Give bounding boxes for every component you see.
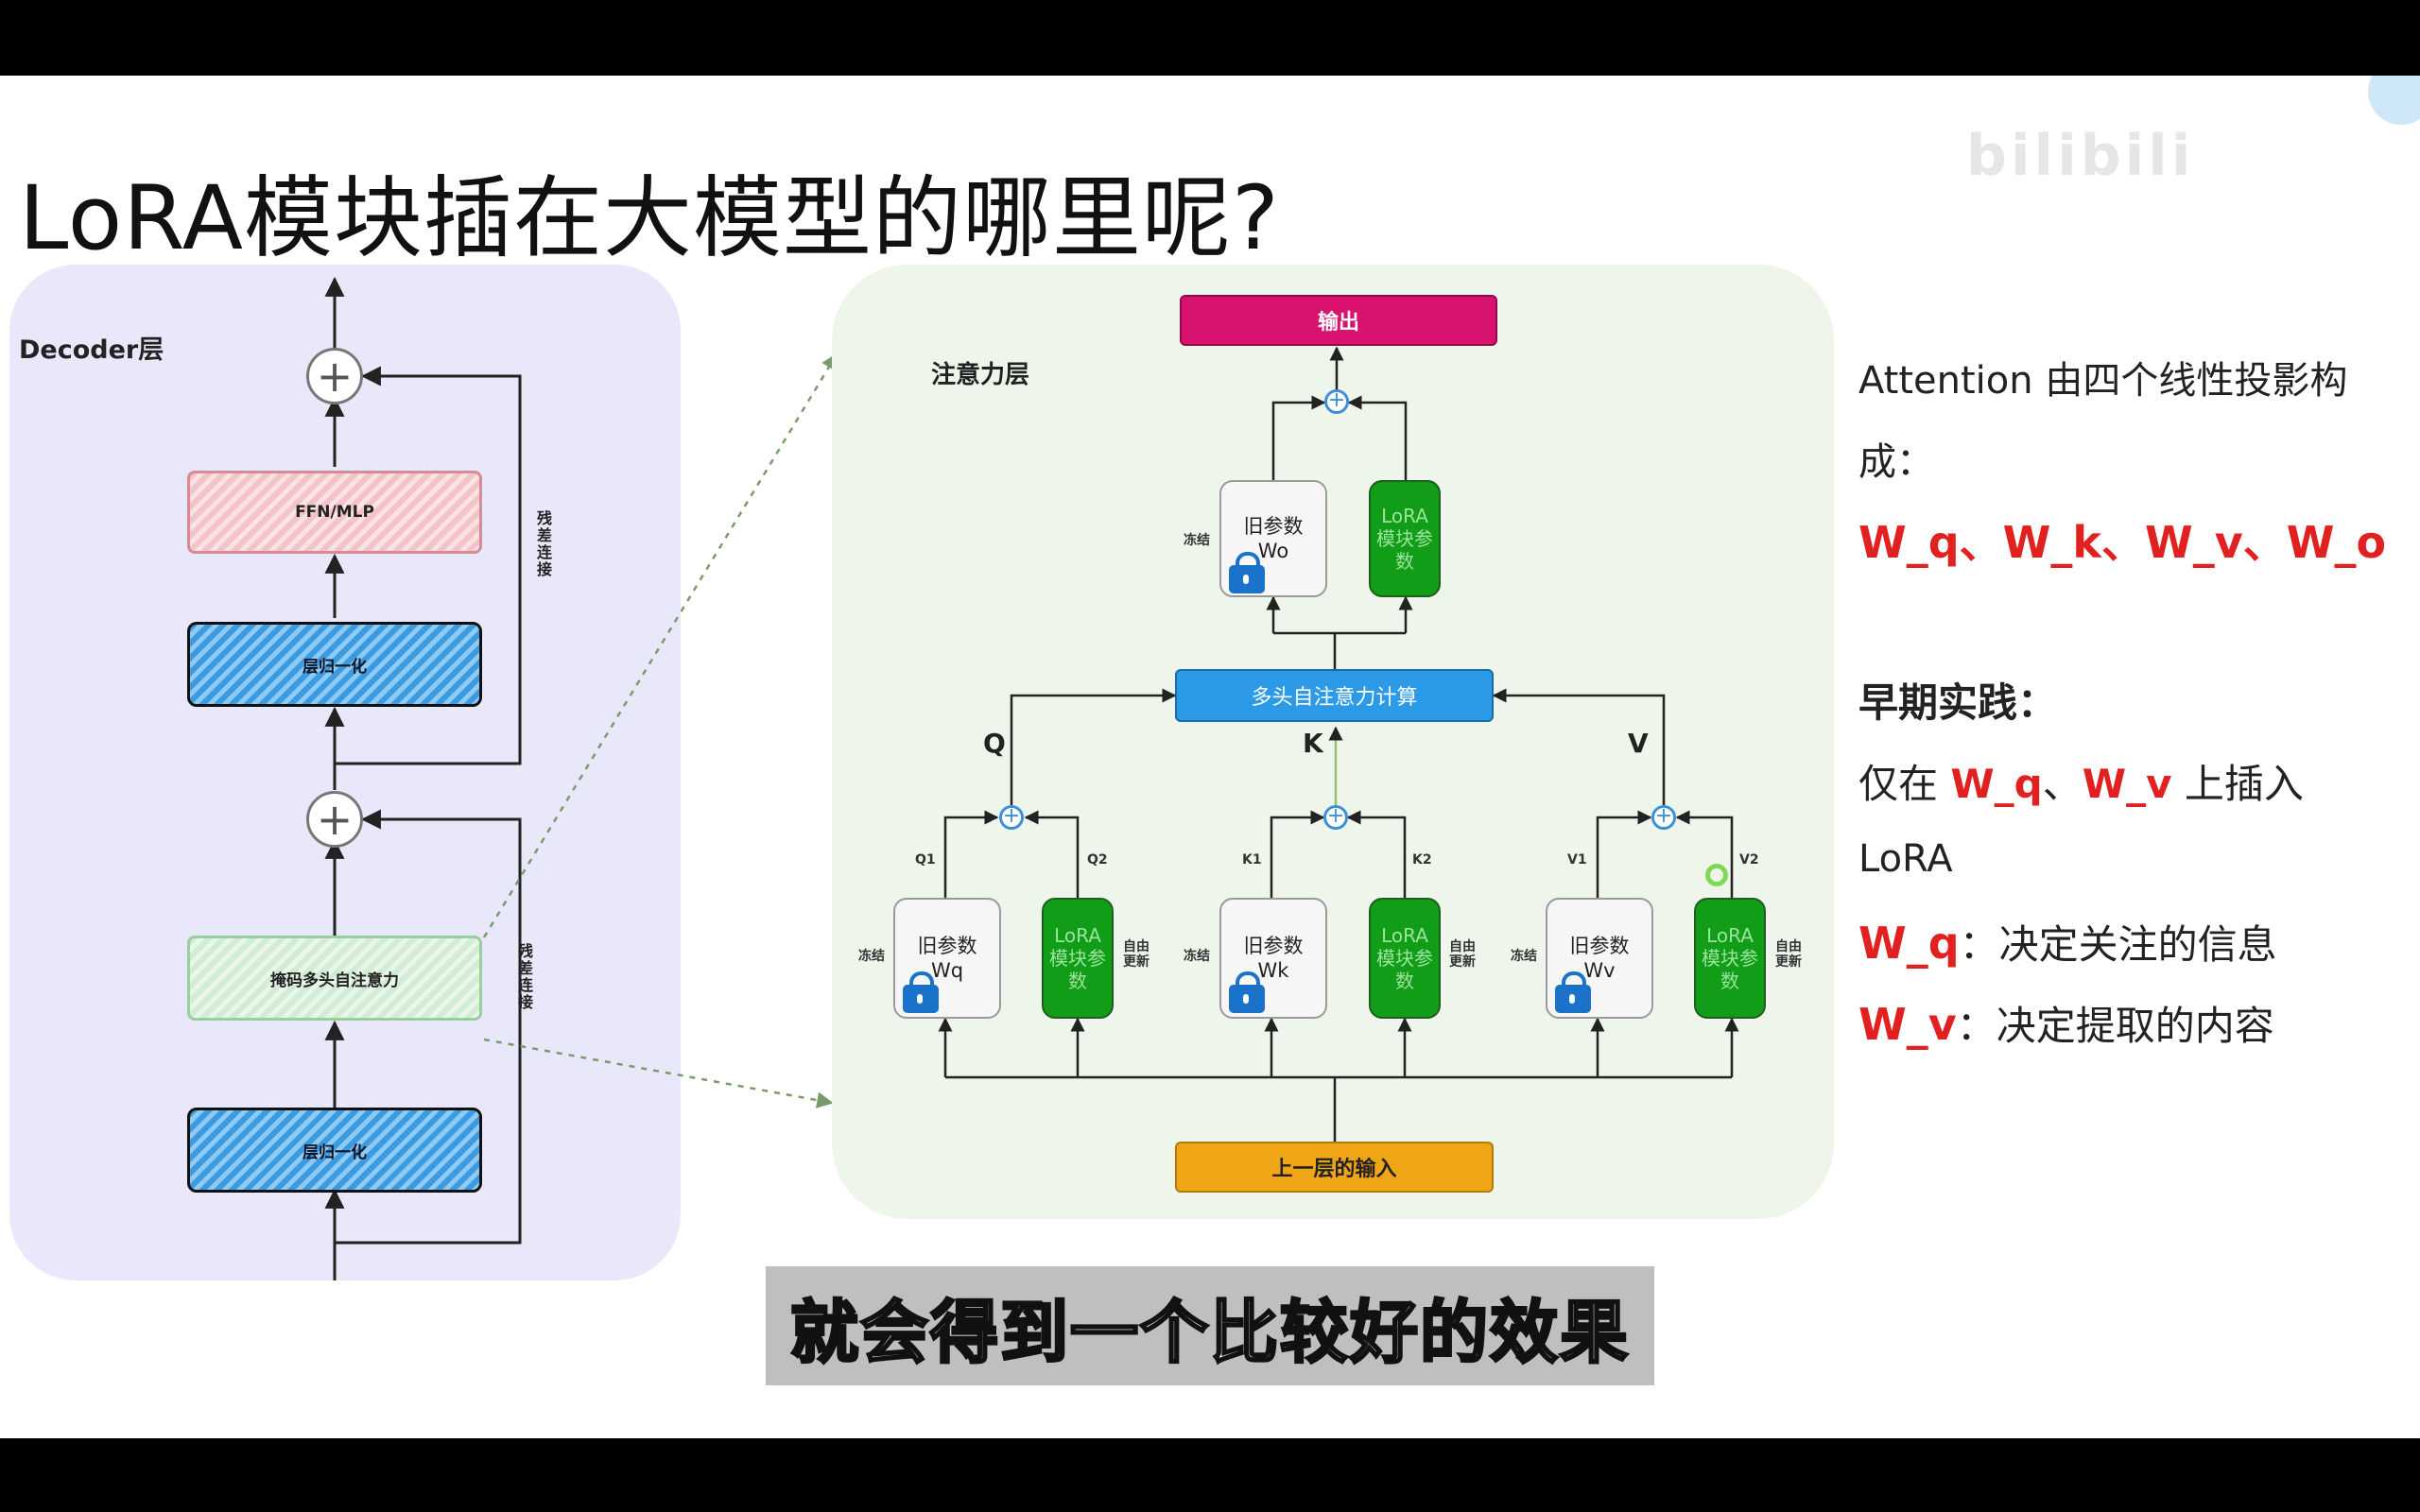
wq-label: Wq [930,959,964,982]
v1-label: V1 [1567,852,1587,868]
ffn-mlp-block: FFN/MLP [187,471,482,554]
add-node-k: + [1323,805,1348,830]
lora-param-v: LoRA模块参数 [1694,898,1766,1019]
frozen-label: 冻结 [1511,949,1537,964]
subtitle-text: 就会得到一个比较好的效果 [788,1291,1630,1373]
explanation-line1: Attention 由四个线性投影构 [1858,359,2348,403]
frozen-label: 冻结 [1184,949,1210,964]
add-node-top: + [306,348,363,404]
wv-highlight: W_v [2082,761,2172,807]
old-param-label: 旧参数 [1243,514,1304,538]
insert-lora-line: 仅在 W_q、W_v 上插入 [1858,752,2304,810]
q1-label: Q1 [915,852,936,868]
add-node-bottom: + [306,791,363,848]
wv-meaning: ：决定提取的内容 [1956,1003,2274,1049]
decoder-title: Decoder层 [19,335,164,365]
wv-highlight: W_v [1858,999,1957,1050]
slide: LoRA模块插在大模型的哪里呢? bilibili [0,76,2420,1438]
wv-label: Wv [1583,959,1616,982]
add-node-output: + [1324,389,1349,414]
add-node-v: + [1651,805,1676,830]
wq-highlight: W_q [1950,761,2043,807]
free-update-label: 自由更新 [1775,939,1802,971]
k2-label: K2 [1412,852,1432,868]
wv-description: W_v：决定提取的内容 [1858,994,2274,1052]
lora-param-q: LoRA模块参数 [1042,898,1114,1019]
decoder-connectors [324,276,838,1280]
wq-highlight: W_q [1858,918,1960,969]
output-box: 输出 [1180,295,1497,346]
add-node-q: + [999,805,1024,830]
residual-label-bottom: 残差连接 [515,943,533,1011]
wk-label: Wk [1257,959,1289,982]
insert-prefix: 仅在 [1858,761,1951,807]
attention-panel [832,265,1834,1219]
lora-word: LoRA [1858,837,1953,881]
old-param-label: 旧参数 [1569,934,1630,957]
previous-layer-input-box: 上一层的输入 [1175,1142,1494,1193]
cursor-ring-icon [1705,864,1728,886]
multihead-attention-box: 多头自注意力计算 [1175,669,1494,722]
old-param-wk: 旧参数 Wk [1219,898,1327,1019]
attention-layer-title: 注意力层 [931,361,1030,389]
lora-param-k: LoRA模块参数 [1369,898,1441,1019]
separator: 、 [2042,761,2083,807]
old-param-label: 旧参数 [917,934,977,957]
k-label: K [1303,728,1323,759]
q-label: Q [983,728,1006,759]
lora-param-wo: LoRA模块参数 [1369,480,1441,597]
video-subtitle: 就会得到一个比较好的效果 [766,1266,1654,1385]
corner-decoration [2368,76,2420,125]
residual-label-top: 残差连接 [534,510,552,578]
watermark-logo: bilibili [1966,123,2195,189]
lock-icon [1229,971,1265,1013]
frozen-label: 冻结 [858,949,885,964]
wq-description: W_q：决定关注的信息 [1858,913,2277,971]
old-param-label: 旧参数 [1243,934,1304,957]
lock-icon [903,971,939,1013]
wo-label: Wo [1257,540,1289,562]
old-param-wo: 旧参数 Wo [1219,480,1327,597]
insert-suffix: 上插入 [2171,761,2304,807]
layer-norm-top: 层归一化 [187,622,482,707]
lock-icon [1229,552,1265,593]
slide-title: LoRA模块插在大模型的哪里呢? [19,167,1280,270]
q2-label: Q2 [1087,852,1108,868]
layer-norm-bottom: 层归一化 [187,1108,482,1193]
early-practice-title: 早期实践： [1858,679,2058,726]
v2-label: V2 [1739,852,1759,868]
lock-icon [1555,971,1591,1013]
projection-list: W_q、W_k、W_v、W_o [1858,517,2387,568]
wq-meaning: ：决定关注的信息 [1959,921,2277,968]
k1-label: K1 [1242,852,1262,868]
free-update-label: 自由更新 [1123,939,1150,971]
explanation-line2: 成： [1858,440,1934,484]
frozen-label: 冻结 [1184,533,1210,548]
free-update-label: 自由更新 [1449,939,1476,971]
v-label: V [1628,728,1649,759]
masked-attention-block: 掩码多头自注意力 [187,936,482,1021]
attention-connectors [938,346,1739,1142]
